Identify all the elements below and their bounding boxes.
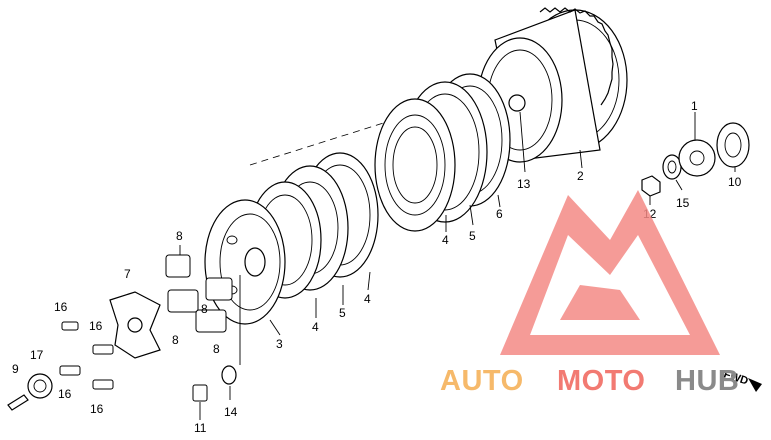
gear-1 [678,139,716,177]
pressure-plate [204,199,286,325]
fwd-arrow-icon [748,378,762,392]
gear-10 [716,122,750,168]
washer-15 [662,154,682,180]
callout-4c: 4 [364,292,371,306]
callout-4b: 4 [312,320,319,334]
callout-6: 6 [496,207,503,221]
callout-1: 1 [691,99,698,113]
callout-17: 17 [30,348,44,362]
callout-5b: 5 [339,306,346,320]
callout-8d: 8 [213,342,220,356]
bolts-16 [59,321,114,390]
leader-lines [179,111,736,420]
callout-16b: 16 [89,319,103,333]
callout-11: 11 [194,421,207,435]
watermark-hub: HUB [675,365,739,397]
callout-4a: 4 [442,233,449,247]
watermark-logo-icon [500,190,720,355]
lifter-rod-9 [7,394,29,411]
callout-14: 14 [224,405,238,419]
watermark-text: AUTO MOTO HUB [440,365,739,397]
callout-2: 2 [577,169,584,183]
callout-7: 7 [124,267,131,281]
bearing-17 [27,373,53,399]
callout-16a: 16 [54,300,68,314]
callout-13: 13 [517,177,531,191]
callout-8c: 8 [172,333,179,347]
callout-16d: 16 [90,402,104,416]
callout-labels: 1 2 3 4 4 4 5 5 6 7 8 8 8 8 9 10 11 12 1… [12,99,742,435]
bolt-11 [192,384,208,402]
callout-8a: 8 [176,229,183,243]
callout-3: 3 [276,337,283,351]
callout-10: 10 [728,175,742,189]
nut-12 [641,175,661,197]
washer-14 [221,365,237,385]
callout-9: 9 [12,362,19,376]
callout-5a: 5 [469,229,476,243]
callout-15: 15 [676,196,690,210]
watermark-auto: AUTO [440,365,524,397]
clutch-disc-5-rear [374,98,456,232]
callout-8b: 8 [201,302,208,316]
clutch-springs [165,254,233,333]
watermark-moto: MOTO [557,365,645,397]
callout-16c: 16 [58,387,72,401]
